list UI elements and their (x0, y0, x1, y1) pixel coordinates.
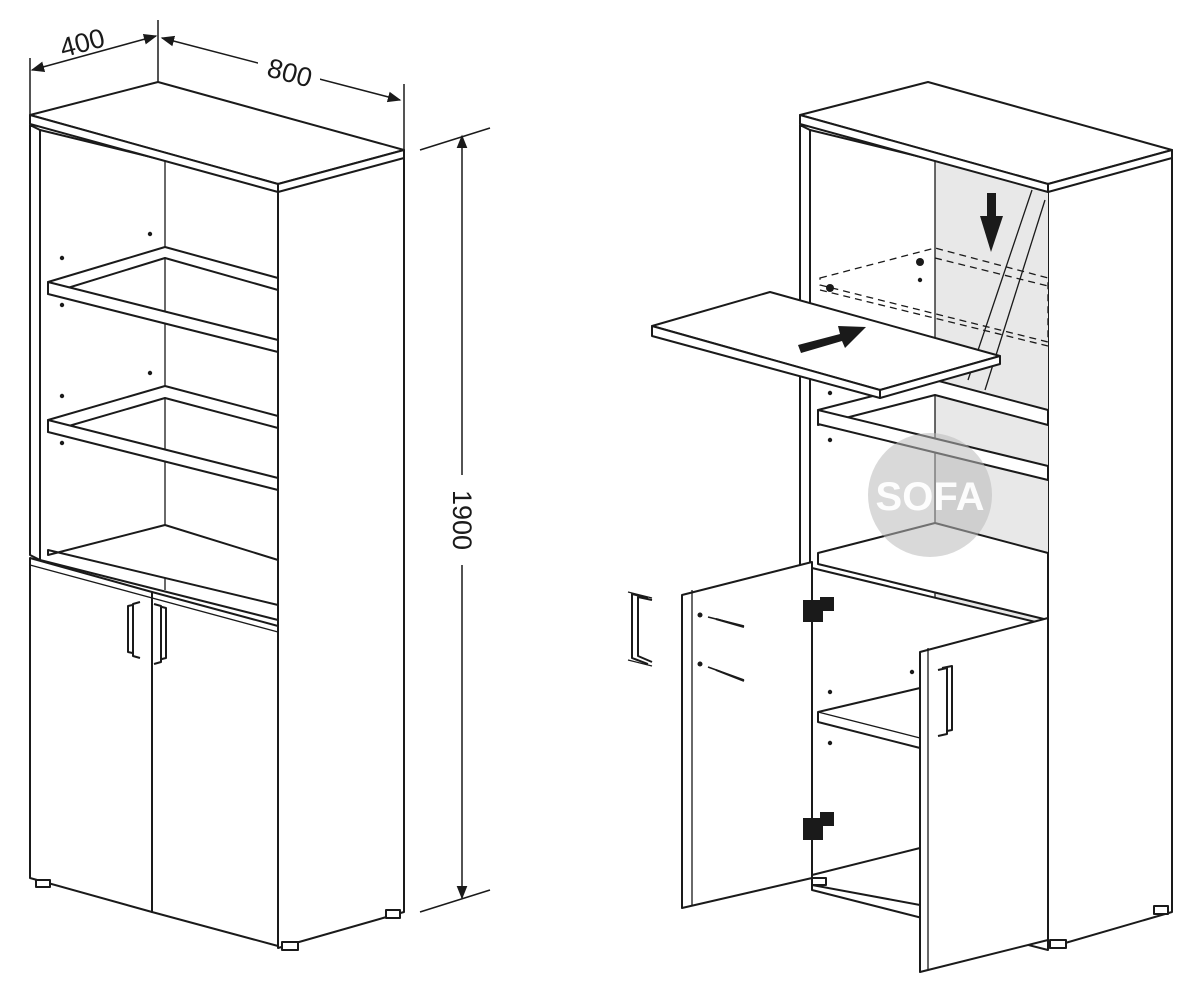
screw-icon (697, 612, 745, 628)
handle-icon (627, 591, 653, 667)
dimension-width: 800 (160, 35, 405, 150)
left-top-side-edge (277, 149, 405, 193)
left-shelf-1 (47, 281, 279, 353)
handle-icon (127, 601, 141, 659)
handle-icon (937, 665, 953, 737)
left-side-panel (277, 149, 405, 949)
right-side-panel (1047, 149, 1173, 949)
right-top-side-edge (1047, 149, 1173, 193)
handle-icon (153, 603, 167, 665)
insert-shelf-side-edge (879, 355, 1001, 399)
left-cabinet (29, 81, 405, 951)
arrow-insert-icon (798, 326, 866, 353)
sofa-watermark: SOFA (868, 433, 992, 557)
hinge-icon (803, 597, 834, 622)
height-label: 1900 (447, 490, 477, 550)
shelf-pin-icon (826, 258, 924, 292)
left-left-edge (29, 124, 41, 561)
left-shelf-3 (47, 524, 279, 606)
dimension-height: 1900 (419, 127, 491, 913)
watermark-text: SOFA (876, 475, 985, 519)
left-door-right[interactable] (151, 591, 279, 947)
screw-icon (697, 661, 745, 682)
left-shelf-2 (47, 419, 279, 491)
arrow-down-icon (980, 193, 1003, 252)
hinge-icon (803, 812, 834, 840)
depth-label: 400 (57, 23, 108, 64)
